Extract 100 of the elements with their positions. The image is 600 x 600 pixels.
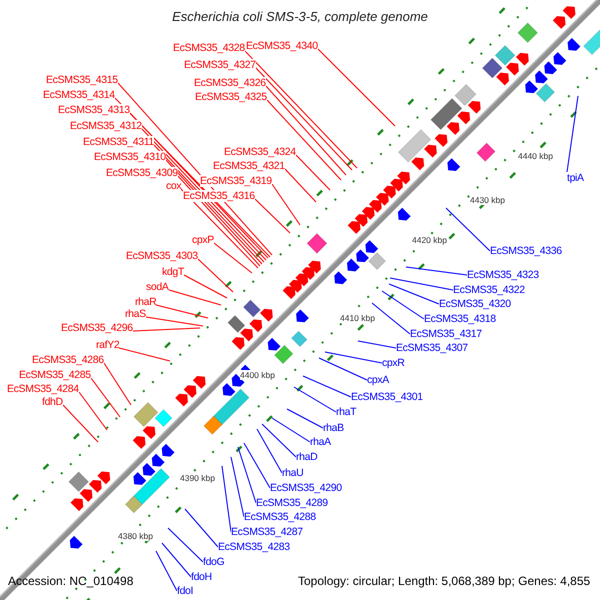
gene-label: EcSMS35_4319 — [200, 174, 272, 186]
leader-line — [130, 112, 268, 258]
leader-line — [184, 508, 218, 548]
leader-line — [214, 242, 252, 274]
leader-line — [358, 340, 396, 348]
gene-label: EcSMS35_4320 — [439, 298, 511, 310]
gene-label: EcSMS35_4322 — [453, 284, 525, 296]
leader-line — [262, 424, 296, 458]
leader-line — [406, 266, 468, 276]
leader-line — [62, 404, 98, 442]
gene-label: EcSMS35_4307 — [396, 342, 468, 354]
gene-label: fdoG — [203, 556, 224, 568]
leader-line — [118, 348, 170, 362]
gene-label: rhaR — [135, 296, 156, 308]
gene-label: rafY2 — [96, 338, 120, 350]
gene-label: sodA — [146, 280, 169, 292]
map-title: Escherichia coli SMS-3-5, complete genome — [171, 9, 429, 24]
leader-line — [272, 184, 300, 226]
leader-line — [142, 128, 266, 260]
leader-line — [230, 456, 244, 518]
gene-label: rhaS — [125, 308, 146, 320]
scale-label: 4430 kbp — [470, 195, 505, 205]
gene-label: EcSMS35_4303 — [126, 250, 198, 262]
leader-line — [256, 68, 352, 170]
leader-line — [168, 290, 222, 306]
gene-label: EcSMS35_4326 — [194, 76, 266, 88]
gene-label: EcSMS35_4285 — [19, 368, 91, 380]
leader-line — [104, 362, 132, 406]
leader-line — [266, 100, 342, 180]
leader-line — [178, 176, 260, 266]
leader-line — [390, 278, 454, 290]
gene-label: EcSMS35_4323 — [467, 268, 539, 280]
gene-label: EcSMS35_4321 — [213, 160, 285, 172]
leader-line — [318, 358, 368, 380]
gene-label: fdoH — [191, 570, 212, 582]
leader-line — [296, 154, 330, 190]
leader-line — [162, 542, 192, 578]
gene-label: EcSMS35_4317 — [410, 328, 482, 340]
accession-text: Accession: NC_010498 — [8, 574, 134, 589]
gene-label: EcSMS35_4283 — [218, 540, 290, 552]
gene-label: EcSMS35_4316 — [183, 190, 255, 202]
gene-label: EcSMS35_4315 — [46, 74, 118, 86]
leader-line — [222, 466, 232, 532]
gene-label: EcSMS35_4311 — [83, 136, 154, 148]
gene-label: EcSMS35_4313 — [58, 104, 130, 116]
scale-label: 4400 kbp — [240, 370, 275, 380]
scale-label: 4380 kbp — [118, 531, 153, 541]
gene-label: EcSMS35_4340 — [246, 40, 318, 52]
leader-line — [254, 198, 290, 234]
gene-label: fdoI — [177, 584, 194, 596]
leader-line — [284, 168, 316, 202]
gene-label: EcSMS35_4288 — [244, 510, 316, 522]
gene-label: kdgT — [162, 266, 184, 278]
gene-label: EcSMS35_4328 — [173, 42, 245, 54]
gene-label: rhaU — [282, 466, 304, 478]
leader-line — [168, 528, 204, 562]
gene-label: EcSMS35_4312 — [70, 120, 142, 132]
leader-line — [244, 50, 358, 168]
leader-line — [156, 304, 208, 318]
leader-line — [146, 316, 204, 326]
leader-line — [238, 446, 256, 504]
leader-line — [198, 258, 234, 292]
leader-line — [446, 208, 490, 252]
gene-label: cpxA — [367, 374, 389, 386]
gene-label: rhaD — [296, 450, 318, 462]
gene-label: EcSMS35_4324 — [224, 146, 296, 158]
leader-line — [302, 376, 352, 398]
leader-line — [256, 428, 282, 474]
scale-label: 4390 kbp — [180, 473, 215, 483]
gene-label: EcSMS35_4327 — [184, 58, 256, 70]
scale-label: 4420 kbp — [412, 235, 447, 245]
leader-line — [90, 378, 120, 418]
leader-line — [294, 386, 336, 412]
leader-line — [78, 392, 108, 430]
gene-label: EcSMS35_4289 — [256, 496, 328, 508]
gene-label: cpxP — [192, 234, 214, 246]
leader-line — [318, 48, 396, 126]
gene-label: EcSMS35_4286 — [32, 354, 104, 366]
gene-label: fdhD — [42, 396, 63, 408]
gene-label: EcSMS35_4287 — [231, 526, 303, 538]
leader-line — [132, 328, 200, 332]
leader-line — [286, 408, 324, 428]
leader-line — [266, 86, 346, 176]
leader-line — [566, 96, 578, 172]
gene-label: EcSMS35_4284 — [7, 382, 79, 394]
gene-label: rhaA — [310, 436, 331, 448]
leader-line — [372, 302, 410, 334]
scale-label: 4410 kbp — [340, 313, 375, 323]
gene-label: EcSMS35_4325 — [195, 90, 267, 102]
gene-label: EcSMS35_4296 — [61, 322, 133, 334]
leader-line — [272, 418, 310, 442]
leader-line — [180, 188, 258, 268]
leader-line — [156, 550, 178, 592]
leader-line — [244, 442, 270, 488]
gene-label: tpiA — [567, 172, 584, 184]
gene-label: rhaB — [323, 422, 344, 434]
gene-label: cpxR — [382, 356, 405, 368]
leader-line — [382, 290, 424, 320]
gene-label: EcSMS35_4336 — [490, 244, 562, 256]
gene-label: EcSMS35_4301 — [351, 390, 423, 402]
